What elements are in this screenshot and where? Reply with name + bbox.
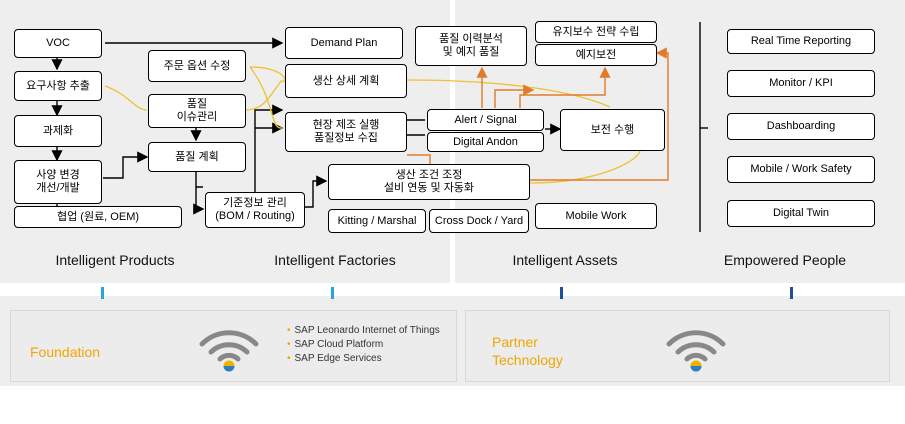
kitting-box: Kitting / Marshal xyxy=(328,209,426,233)
voc-box: VOC xyxy=(14,29,102,58)
wifi-icon xyxy=(199,330,259,372)
demand-plan-box: Demand Plan xyxy=(285,27,403,59)
connector-tick xyxy=(790,287,793,299)
partner-box xyxy=(465,310,890,382)
column-title-products: Intelligent Products xyxy=(55,252,175,268)
alert-signal-box: Alert / Signal xyxy=(427,109,544,131)
spec-change-box: 사양 변경 개선/개발 xyxy=(14,160,102,204)
mobile-work-box: Mobile Work xyxy=(535,203,657,229)
column-title-people: Empowered People xyxy=(723,252,847,268)
digital-andon-box: Digital Andon xyxy=(427,132,544,152)
maint-exec-box: 보전 수행 xyxy=(560,109,665,151)
connector-tick xyxy=(560,287,563,299)
condition-adjust-box: 생산 조건 조정 설비 연동 및 자동화 xyxy=(328,164,530,200)
quality-plan-box: 품질 계획 xyxy=(148,142,246,172)
connector-tick xyxy=(331,287,334,299)
production-plan-box: 생산 상세 계획 xyxy=(285,64,407,98)
order-option-box: 주문 옵션 수정 xyxy=(148,50,246,82)
quality-history-box: 품질 이력분석 및 예지 품질 xyxy=(415,26,527,66)
people-item: Mobile / Work Safety xyxy=(727,156,875,183)
people-item: Real Time Reporting xyxy=(727,29,875,54)
maint-strategy-box: 유지보수 전략 수립 xyxy=(535,21,657,43)
people-item: Monitor / KPI xyxy=(727,70,875,97)
master-data-box: 기준정보 관리 (BOM / Routing) xyxy=(205,192,305,228)
tasking-box: 과제화 xyxy=(14,115,102,147)
foundation-item: •SAP Leonardo Internet of Things xyxy=(287,325,440,336)
requirements-box: 요구사항 추출 xyxy=(14,71,102,101)
column-title-assets: Intelligent Assets xyxy=(512,252,618,268)
people-item: Dashboarding xyxy=(727,113,875,140)
field-exec-box: 현장 제조 실행 품질정보 수집 xyxy=(285,112,407,152)
quality-issue-box: 품질 이슈관리 xyxy=(148,94,246,128)
crossdock-box: Cross Dock / Yard xyxy=(429,209,529,233)
collab-box: 협업 (원료, OEM) xyxy=(14,206,182,228)
predictive-maint-box: 예지보전 xyxy=(535,44,657,66)
partner-title: Partner Technology xyxy=(492,334,563,368)
foundation-item: •SAP Edge Services xyxy=(287,353,382,364)
column-title-factories: Intelligent Factories xyxy=(274,252,396,268)
foundation-title: Foundation xyxy=(30,344,101,360)
wifi-icon xyxy=(666,330,726,372)
connector-tick xyxy=(101,287,104,299)
foundation-item: •SAP Cloud Platform xyxy=(287,339,384,350)
people-item: Digital Twin xyxy=(727,200,875,227)
